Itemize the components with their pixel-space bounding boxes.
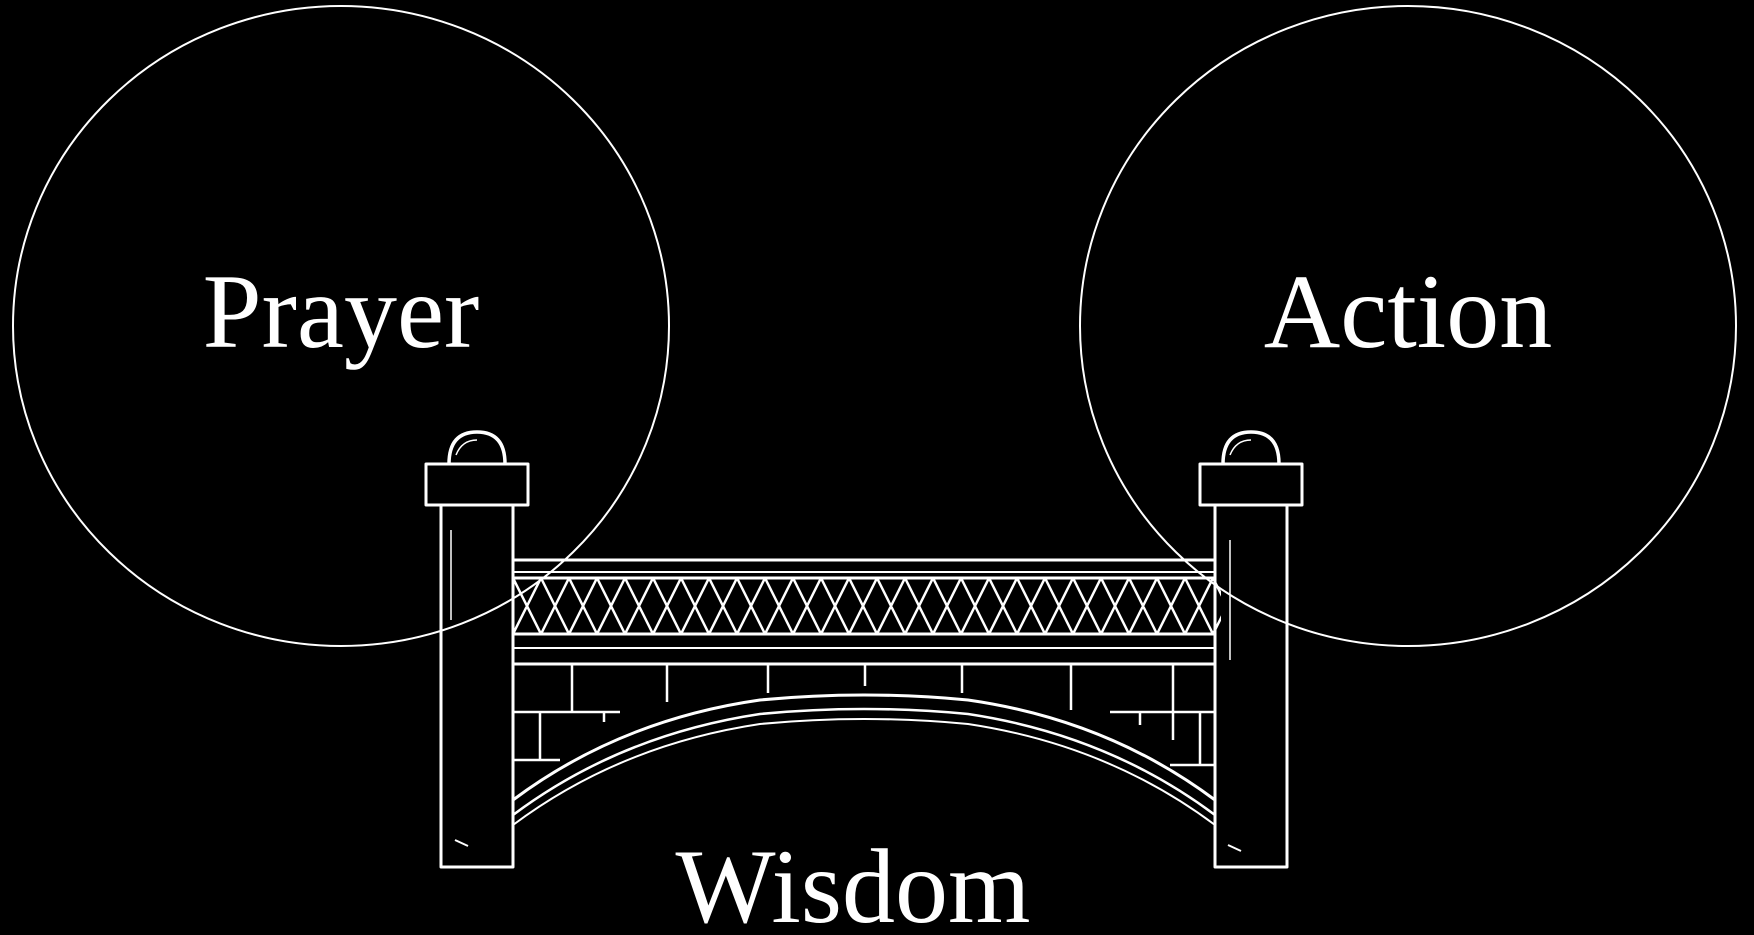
wisdom-label: Wisdom [676, 834, 1031, 935]
bridge-illustration [426, 432, 1302, 867]
masonry-blocks [513, 664, 1215, 765]
lattice-railing [513, 578, 1241, 634]
bridge-deck [513, 560, 1215, 664]
prayer-label: Prayer [203, 259, 480, 365]
left-pillar [426, 432, 528, 867]
bridge-arch [513, 695, 1215, 825]
right-pillar [1200, 432, 1302, 867]
action-label: Action [1264, 259, 1553, 365]
